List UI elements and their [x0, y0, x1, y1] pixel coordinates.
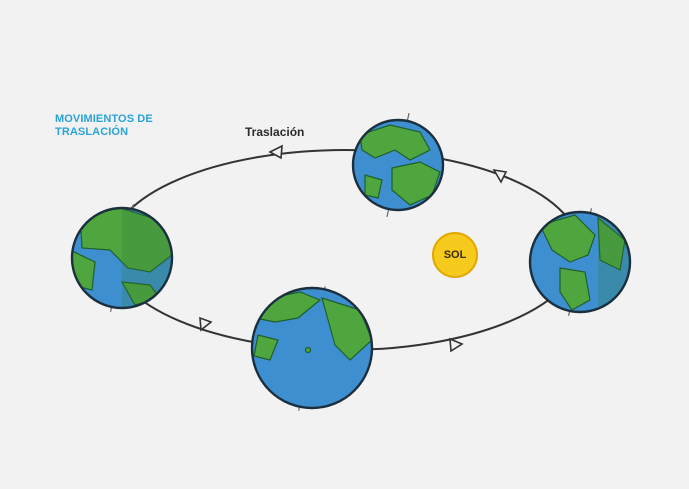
orbit-label: Traslación [245, 125, 305, 139]
earth-globe-icon [250, 286, 374, 411]
orbit-arrow-icon [199, 316, 213, 332]
title-line-1: MOVIMIENTOS DE [55, 113, 153, 125]
orbit-arrow-icon [268, 144, 283, 160]
earth-globe-icon [70, 204, 174, 312]
title-line-2: TRASLACIÓN [55, 126, 129, 138]
orbit-arrow-icon [492, 168, 508, 184]
sun-label: SOL [443, 249, 467, 261]
orbit-arrow-icon [449, 337, 464, 353]
diagram-title: MOVIMIENTOS DE TRASLACIÓN [55, 113, 153, 139]
sun-icon: SOL [432, 232, 478, 278]
earth-globe-icon [528, 208, 632, 316]
earth-globe-icon [351, 113, 445, 217]
